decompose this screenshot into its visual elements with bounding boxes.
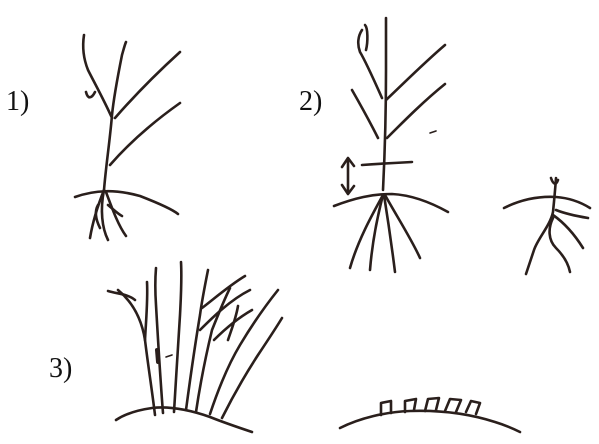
step-3-bush bbox=[108, 262, 282, 432]
step-3-cut-stumps bbox=[340, 398, 520, 432]
step-3-label: 3) bbox=[49, 355, 72, 383]
step-1-young-plant bbox=[75, 35, 180, 240]
step-2-root-detail bbox=[504, 178, 590, 274]
step-1-label: 1) bbox=[6, 88, 29, 116]
step-2-label: 2) bbox=[299, 88, 322, 116]
step-2-cut-plant bbox=[334, 18, 448, 272]
